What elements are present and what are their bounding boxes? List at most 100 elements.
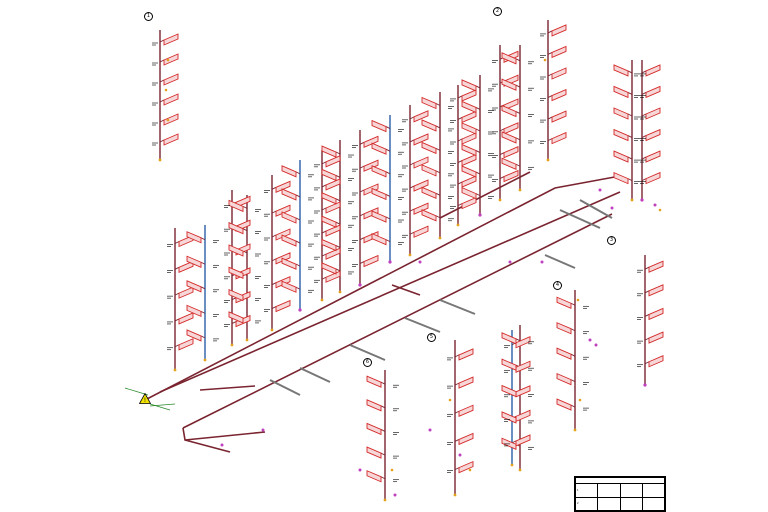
radiator <box>371 210 387 223</box>
section-marker-6: 6 <box>363 358 372 367</box>
radiator-connection <box>242 228 248 232</box>
radiator <box>366 470 382 483</box>
radiator <box>413 202 429 215</box>
radiator-connection <box>475 107 481 110</box>
radiator-connection <box>231 297 237 301</box>
radiator-connection <box>475 128 481 132</box>
main-pipe <box>391 284 421 296</box>
radiator <box>163 33 179 46</box>
radiator-connection <box>159 59 165 63</box>
radiator-connection <box>174 344 180 348</box>
radiator-connection <box>570 328 576 332</box>
radiator-connection <box>271 282 277 286</box>
valve <box>630 198 634 202</box>
main-pipe <box>439 171 531 219</box>
radiator <box>228 199 244 213</box>
radiator <box>325 247 341 260</box>
valve <box>383 498 387 502</box>
valve <box>478 213 482 217</box>
radiator <box>461 175 477 188</box>
radiator-connection <box>295 171 301 175</box>
radiator-connection <box>547 73 553 77</box>
radiator-connection <box>200 261 206 265</box>
radiator-connection <box>271 186 277 190</box>
valve <box>468 468 472 472</box>
radiator <box>645 64 661 77</box>
radiator-connection <box>457 117 463 120</box>
radiator <box>458 348 474 361</box>
radiator-connection <box>499 176 505 179</box>
branch-stub <box>299 367 331 383</box>
radiator <box>461 153 477 167</box>
radiator-connection <box>475 85 481 89</box>
risers <box>159 20 646 500</box>
main-pipe <box>159 191 621 393</box>
radiator <box>515 336 531 349</box>
radiator <box>421 186 437 200</box>
radiator-connection <box>409 116 415 120</box>
radiator <box>281 234 297 247</box>
radiator-connection <box>547 52 553 55</box>
radiator <box>325 224 341 237</box>
radiator-connection <box>271 306 277 309</box>
radiator <box>421 141 437 155</box>
radiator-connection <box>515 84 521 88</box>
radiator-connection <box>409 185 415 189</box>
valve <box>640 198 644 202</box>
valve <box>393 493 397 497</box>
radiator-connection <box>200 286 206 290</box>
valve <box>166 58 170 62</box>
radiator <box>556 296 572 309</box>
valve <box>508 260 512 264</box>
valve <box>230 343 234 347</box>
radiator-connection <box>644 337 650 341</box>
radiator-connection <box>570 379 576 383</box>
radiator-connection <box>515 163 521 167</box>
radiator <box>501 157 517 170</box>
valve <box>610 206 614 210</box>
radiator-connection <box>295 286 301 290</box>
radiator-connection <box>435 192 441 196</box>
radiator <box>228 266 244 279</box>
valve <box>388 260 392 264</box>
radiator <box>515 409 531 423</box>
radiator-connection <box>409 208 415 212</box>
radiator <box>186 280 202 293</box>
radiator <box>275 204 291 217</box>
branch-stub <box>559 209 601 229</box>
radiator <box>461 122 477 135</box>
radiator <box>501 332 517 345</box>
radiator-connection <box>547 116 553 120</box>
radiator <box>461 110 477 124</box>
radiator <box>228 311 244 324</box>
radiator-connection <box>295 217 301 221</box>
radiator-connection <box>641 178 647 182</box>
valve <box>438 236 442 240</box>
radiator-connection <box>321 230 327 234</box>
radiator-connection <box>644 266 650 270</box>
valve <box>358 283 362 287</box>
radiator <box>461 196 477 210</box>
valve <box>358 468 362 472</box>
radiator-connection <box>231 321 237 324</box>
stamp-row-number: 1 <box>574 483 599 498</box>
radiator-connection <box>200 335 206 339</box>
radiator <box>551 88 567 102</box>
radiator-connection <box>457 138 463 142</box>
radiator <box>371 232 387 246</box>
radiator-connection <box>174 318 180 322</box>
valve <box>518 188 522 192</box>
radiator-connection <box>385 171 391 175</box>
valve <box>390 468 394 472</box>
radiator-connection <box>380 429 386 432</box>
valve <box>173 368 177 372</box>
warning-triangle-icon: ! <box>139 393 151 404</box>
radiator <box>325 155 341 168</box>
radiator-connection <box>159 139 165 143</box>
radiator <box>556 372 572 386</box>
radiator <box>275 228 291 241</box>
radiator-connection <box>321 253 327 257</box>
radiator-connection <box>457 181 463 185</box>
radiator-connection <box>499 128 505 132</box>
